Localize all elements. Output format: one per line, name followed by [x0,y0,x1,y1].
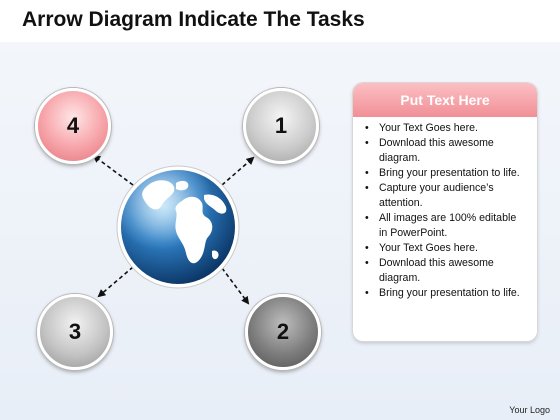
list-item: Capture your audience’s attention. [363,181,527,211]
arrow-icon [97,266,134,298]
bullet-list: Your Text Goes here. Download this aweso… [353,117,537,301]
page-title: Arrow Diagram Indicate The Tasks [22,8,365,31]
circle-step-1: 1 [243,88,319,164]
text-panel: Put Text Here Your Text Goes here. Downl… [353,83,537,341]
list-item: All images are 100% editable in PowerPoi… [363,211,527,241]
circle-step-3: 3 [37,294,113,370]
list-item: Bring your presentation to life. [363,286,527,301]
circle-step-4: 4 [35,88,111,164]
list-item: Your Text Goes here. [363,241,527,256]
logo-placeholder: Your Logo [509,405,550,415]
text-panel-header: Put Text Here [353,83,537,117]
list-item: Download this awesome diagram. [363,256,527,286]
list-item: Download this awesome diagram. [363,136,527,166]
list-item: Bring your presentation to life. [363,166,527,181]
arrow-icon [221,267,250,305]
globe-icon [116,165,240,289]
arrow-icon [92,154,134,186]
list-item: Your Text Goes here. [363,121,527,136]
circle-step-2: 2 [245,294,321,370]
